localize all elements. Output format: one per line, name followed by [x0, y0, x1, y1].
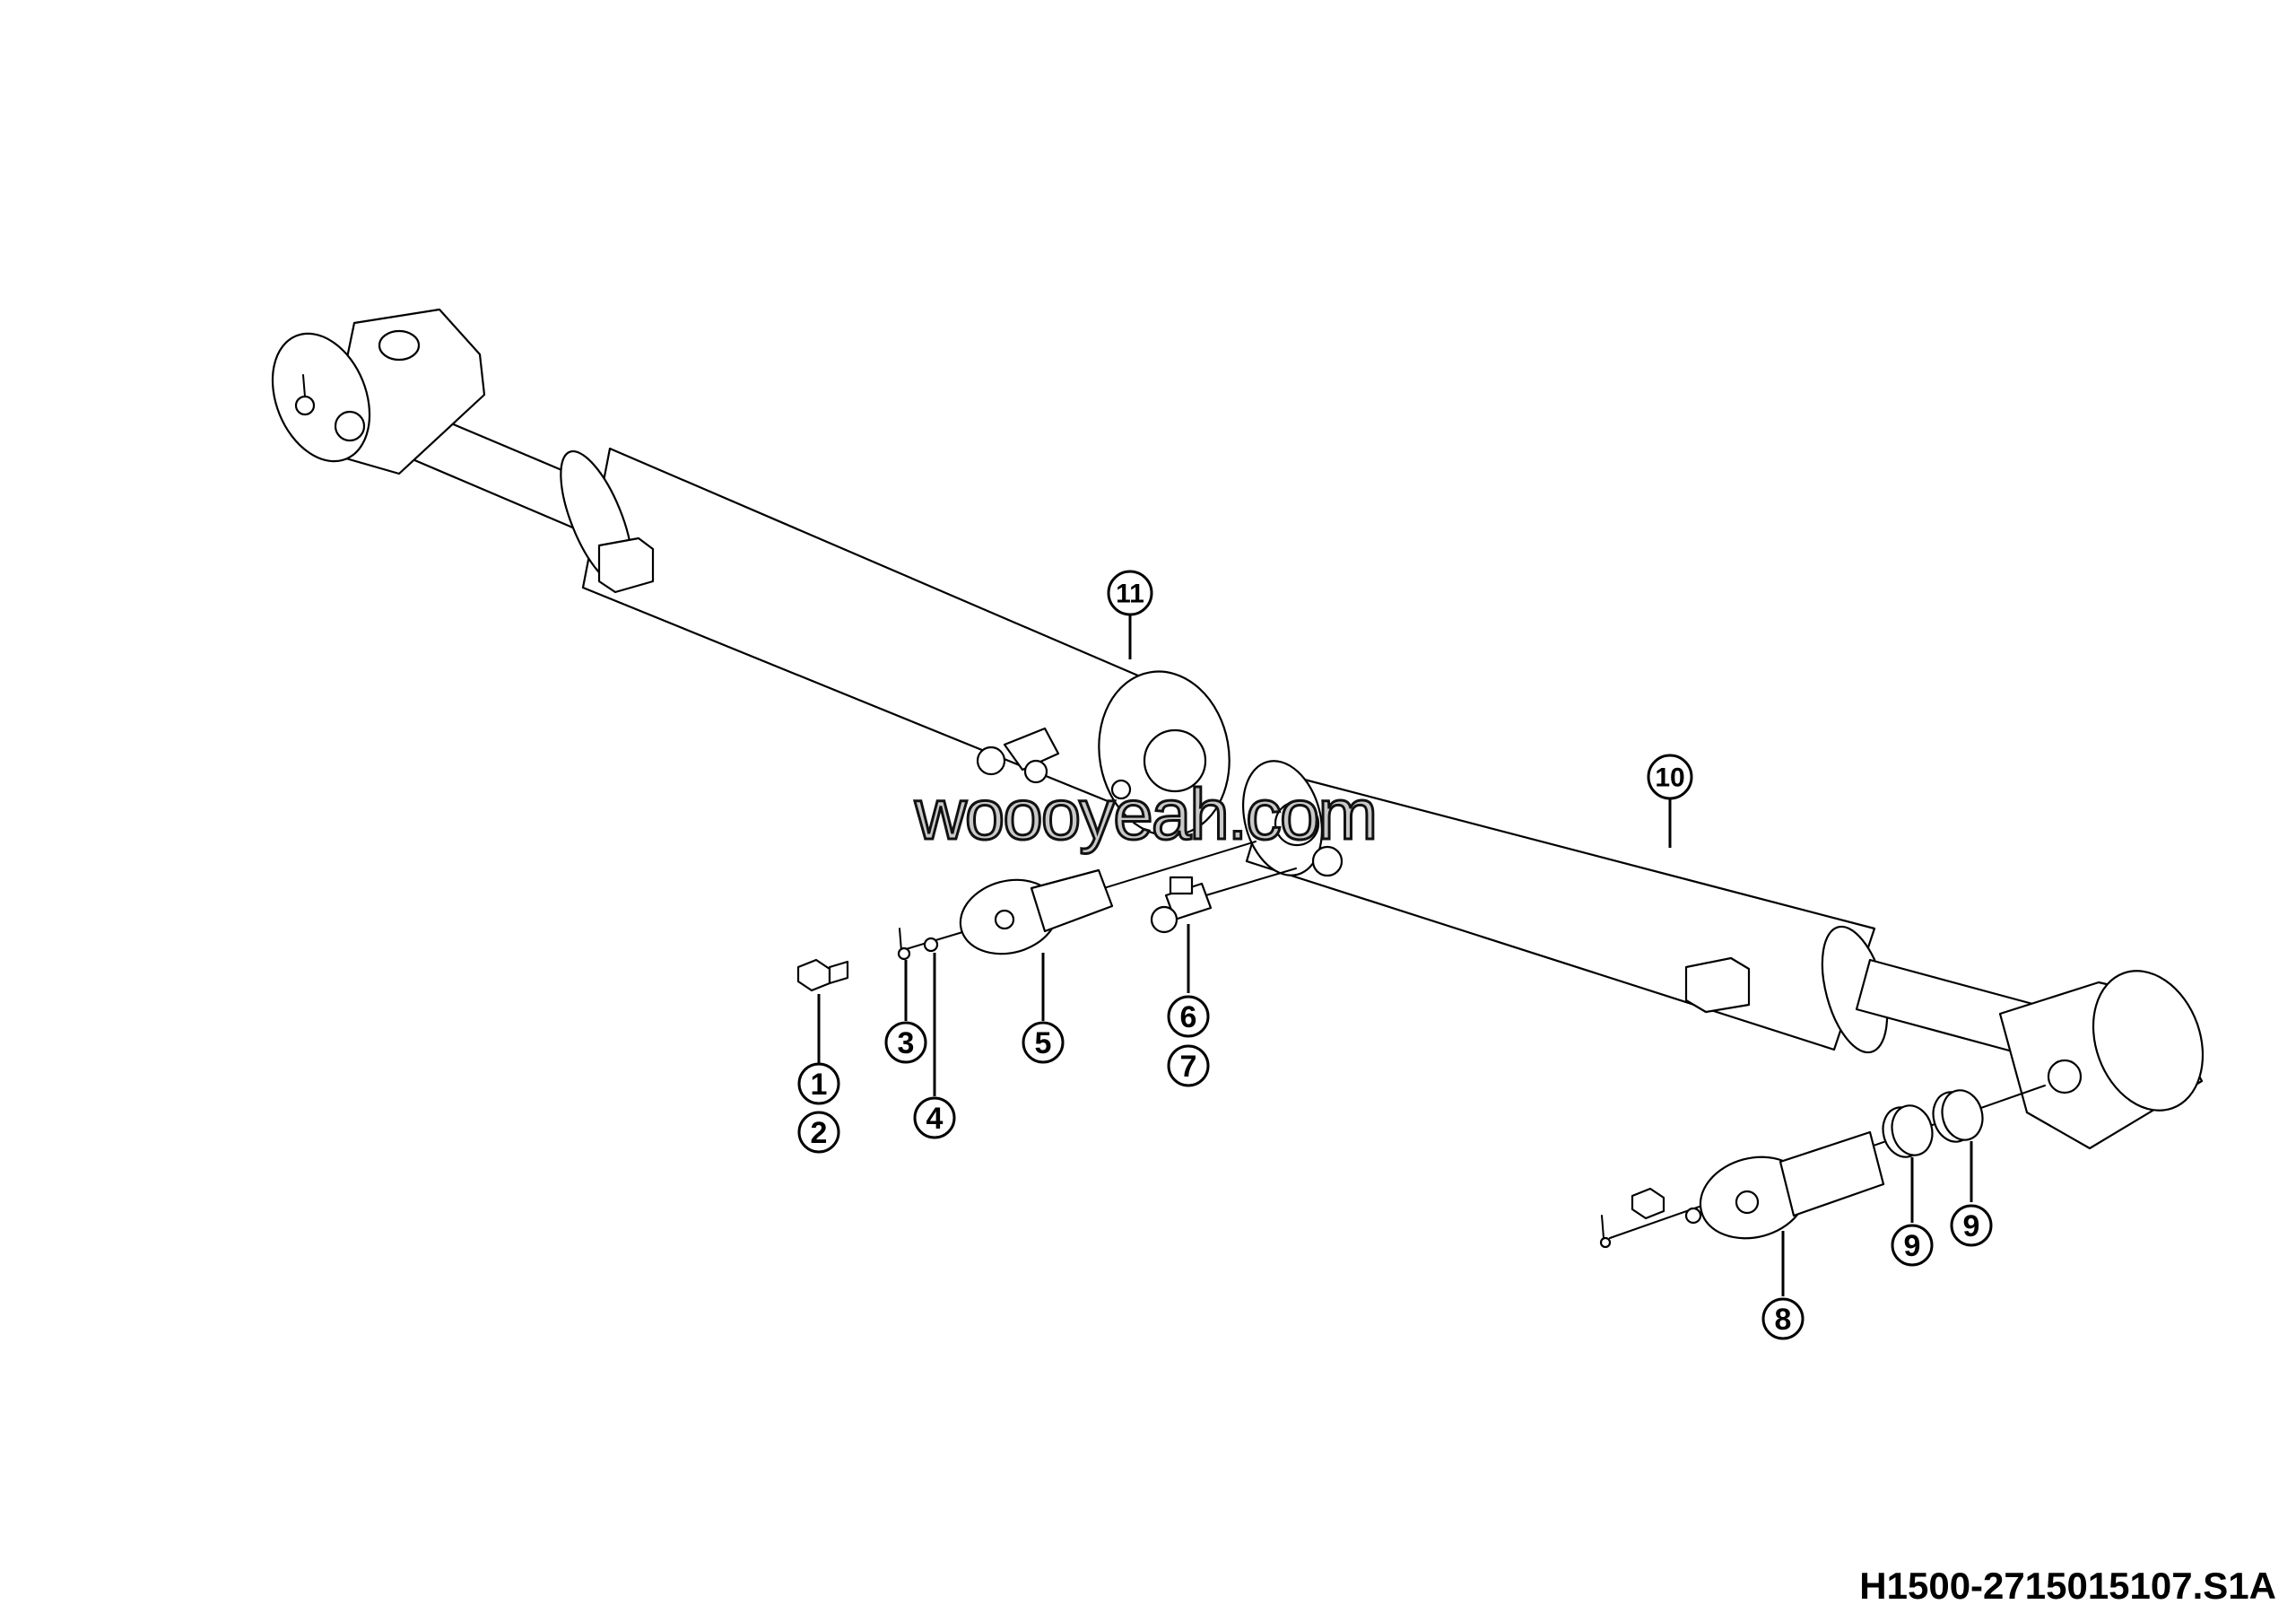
callout-2-circle [797, 1111, 840, 1154]
callout-1-circle [797, 1062, 840, 1105]
callout-4: 4 [913, 1096, 956, 1139]
bolt-8 [1631, 1187, 1665, 1220]
callout-8: 8 [1761, 1297, 1805, 1340]
callout-4-label: 4 [926, 1102, 944, 1136]
pin-5-shank [1030, 868, 1114, 933]
callout-9b-label: 9 [1963, 1209, 1980, 1243]
nut-4 [923, 937, 939, 953]
cylinder-11-base-bore [1143, 728, 1207, 793]
callout-1-label: 1 [811, 1068, 828, 1102]
callout-7-label: 7 [1180, 1050, 1197, 1084]
callout-7: 7 [1167, 1044, 1210, 1087]
watermark-text: woooyeah.com [913, 773, 1378, 856]
bushing-9b-inner [1941, 1089, 1984, 1141]
cylinder-11-port-block [597, 536, 655, 594]
callout-11-circle [1107, 570, 1153, 616]
callout-9a: 9 [1891, 1224, 1934, 1267]
exploded-parts [796, 841, 2046, 1249]
cylinder-11-barrel [581, 447, 1154, 805]
bushing-9a-inner [1891, 1104, 1934, 1156]
callout-9a-circle [1891, 1224, 1934, 1267]
cylinder-11-elbow-nut [976, 746, 1006, 776]
callout-3-circle [884, 1021, 927, 1064]
nut-8 [1684, 1207, 1702, 1225]
callout-5-label: 5 [1035, 1026, 1052, 1060]
cylinder-10-port-block [1684, 956, 1751, 1014]
fitting-6-axis-line [1199, 868, 1297, 898]
callout-2: 2 [797, 1111, 840, 1154]
cylinder-10-base-bore [1274, 800, 1320, 847]
cylinder-11-clevis-slot [378, 329, 421, 362]
callout-10: 10 [1647, 754, 1693, 800]
callout-6-circle [1167, 995, 1210, 1038]
callout-9b-circle [1950, 1204, 1993, 1247]
cylinder-11-base-nipple [1110, 779, 1132, 800]
cylinder-11-grease-pin [302, 374, 306, 397]
callout-4-circle [913, 1096, 956, 1139]
grease-nipple-8 [1599, 1236, 1612, 1249]
pin-8-shank [1779, 1130, 1885, 1217]
leader-lines [817, 615, 1973, 1296]
cylinder-10-clevis-eye [2092, 970, 2205, 1112]
cylinder-11-eye-bolt [334, 410, 366, 442]
callout-7-circle [1167, 1044, 1210, 1087]
tee-fitting-branch [1169, 876, 1194, 895]
callout-6: 6 [1167, 995, 1210, 1038]
bolt-1 [796, 958, 831, 992]
callout-1: 1 [797, 1062, 840, 1105]
callout-2-label: 2 [811, 1116, 828, 1150]
cylinder-11-eye-nipple [294, 395, 316, 416]
tee-fitting-nut [1150, 905, 1178, 934]
callout-11-label: 11 [1116, 580, 1144, 609]
callout-9b: 9 [1950, 1204, 1993, 1247]
callout-6-label: 6 [1180, 1000, 1197, 1034]
cylinder-11-elbow-tail [1023, 759, 1048, 784]
callout-3: 3 [884, 1021, 927, 1064]
cylinder-11 [271, 308, 1231, 837]
callout-3-label: 3 [898, 1026, 915, 1060]
grease-nipple-3-body [897, 946, 911, 961]
callout-5-circle [1022, 1021, 1065, 1064]
cylinder-11-elbow [1003, 727, 1060, 772]
callout-11: 11 [1107, 570, 1153, 616]
cylinder-10-clevis-bore [2047, 1059, 2083, 1094]
bolt-1-shank [828, 960, 849, 985]
cylinder-10 [1241, 760, 2205, 1150]
callout-5: 5 [1022, 1021, 1065, 1064]
callout-8-circle [1761, 1297, 1805, 1340]
callout-10-label: 10 [1655, 763, 1684, 793]
grease-nipple-8-pin [1601, 1215, 1605, 1239]
pin-5-bore [994, 909, 1015, 930]
drawing-number: H1500-2715015107.S1A [1859, 1565, 2276, 1607]
pin-8-bore [1735, 1190, 1760, 1215]
callout-9a-label: 9 [1904, 1229, 1921, 1263]
callout-8-label: 8 [1775, 1303, 1792, 1337]
grease-nipple-3 [899, 928, 902, 952]
cylinder-10-port-boss [1311, 845, 1344, 877]
callout-10-circle [1647, 754, 1693, 800]
